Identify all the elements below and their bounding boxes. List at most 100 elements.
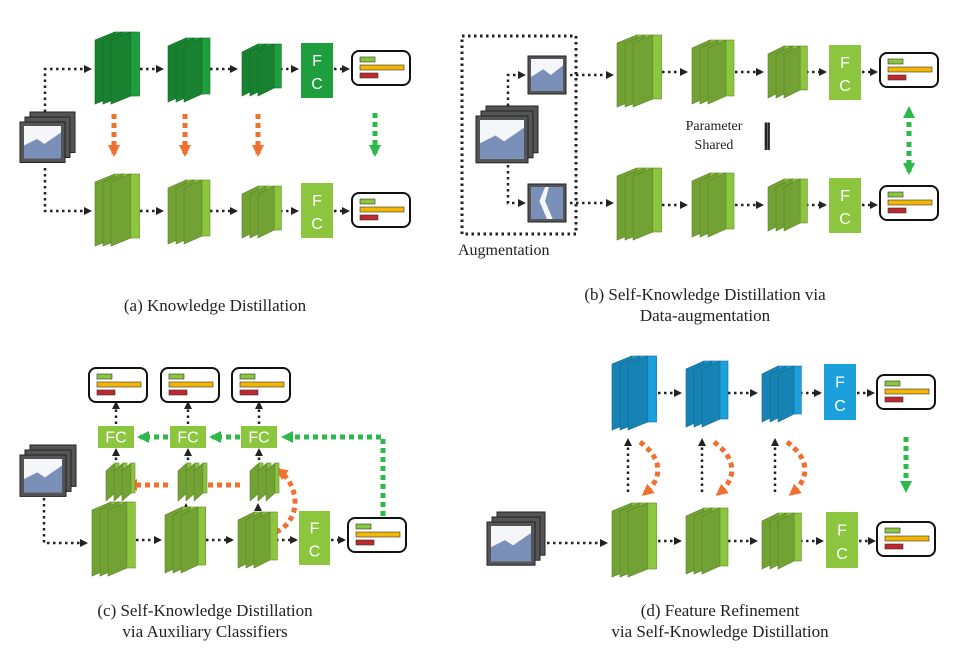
- input-image-c-icon: [19, 444, 77, 497]
- b-bottom-block-2: [691, 172, 735, 238]
- bar-red: [355, 539, 375, 546]
- d-main-fc: FC: [826, 512, 858, 568]
- feature-slab-face: [647, 355, 657, 423]
- parameter-shared-line-1: Parameter: [685, 119, 743, 134]
- caption-c-line-1: (c) Self-Knowledge Distillation: [97, 601, 313, 620]
- caption-d: (d) Feature Refinement via Self-Knowledg…: [575, 600, 865, 642]
- feature-slab-face: [719, 507, 729, 567]
- fc-label: FC: [105, 429, 126, 446]
- feature-slab-face: [725, 172, 735, 230]
- bar-green: [239, 373, 256, 380]
- bar-green: [96, 373, 113, 380]
- feature-slab-side: [627, 355, 649, 431]
- d-orange-curve-1: [638, 439, 661, 496]
- feature-slab-side: [253, 511, 271, 569]
- feature-slab-face: [130, 31, 140, 97]
- c-main-prediction: [347, 517, 407, 553]
- c-aux-fc-3: FC: [241, 426, 277, 448]
- aug-mountain-cut: [531, 187, 547, 219]
- b-bottom-block-1: [616, 167, 662, 241]
- feature-slab-side: [632, 34, 654, 108]
- bar-green: [884, 527, 901, 534]
- b-bottom-prediction: [879, 185, 939, 221]
- fc-box: [241, 426, 277, 448]
- fc-box: [824, 364, 856, 420]
- c-aux-block-3: [249, 462, 280, 502]
- student-block-1: [94, 173, 140, 247]
- bar-green: [168, 373, 185, 380]
- c-main-fc: FC: [299, 511, 330, 565]
- fc-letter-f: F: [310, 521, 320, 538]
- c-aux-prediction-2: [160, 367, 220, 403]
- fc-letter-c: C: [836, 546, 848, 563]
- fc-letter-f: F: [840, 188, 850, 205]
- fc-label: FC: [177, 429, 198, 446]
- feature-slab-face: [269, 511, 278, 561]
- teacher-block-1: [94, 31, 140, 105]
- c-orange-curve: [274, 467, 298, 535]
- bar-yellow: [96, 381, 142, 388]
- c-main-block-2: [164, 506, 207, 574]
- b-bottom-fc: FC: [829, 178, 861, 233]
- arrow-icon: [506, 165, 526, 207]
- feature-slab-face: [725, 39, 735, 97]
- feature-slab-side: [627, 502, 649, 578]
- feature-slab-side: [257, 185, 275, 239]
- b-top-block-3: [767, 45, 808, 99]
- feature-slab-face: [130, 462, 136, 494]
- feature-slab-side: [783, 178, 801, 232]
- image-mountain: [24, 132, 61, 159]
- fc-box: [829, 45, 861, 100]
- fc-box: [170, 426, 206, 448]
- d-main-block-3: [761, 512, 802, 570]
- d-main-block-2: [685, 507, 729, 575]
- feature-slab-side: [183, 37, 203, 103]
- arrow-icon: [42, 498, 88, 547]
- fc-letter-c: C: [834, 398, 846, 415]
- feature-slab-side: [707, 39, 727, 105]
- feature-slab-face: [652, 34, 662, 100]
- bar-yellow: [355, 531, 401, 538]
- feature-slab-side: [777, 365, 795, 423]
- augmentation-label: Augmentation: [458, 242, 550, 259]
- feature-slab-face: [201, 179, 211, 237]
- feature-slab-face: [793, 365, 802, 415]
- d-main-block-1: [611, 502, 657, 578]
- b-bottom-block-3: [767, 178, 808, 232]
- feature-slab-face: [197, 506, 207, 566]
- arrow-input-teacher-a: [43, 65, 92, 118]
- c-aux-block-2: [177, 462, 208, 502]
- feature-slab-side: [707, 172, 727, 238]
- feature-slab-side: [183, 179, 203, 245]
- aug-mountain: [531, 65, 563, 91]
- fc-letter-c: C: [309, 543, 321, 560]
- d-refined-fc: FC: [824, 364, 856, 420]
- bar-yellow: [884, 535, 930, 542]
- bar-red: [168, 389, 188, 396]
- bar-yellow: [239, 381, 285, 388]
- c-main-block-3: [237, 511, 278, 569]
- b-top-prediction: [879, 52, 939, 88]
- feature-slab-face: [647, 502, 657, 570]
- image-mountain: [24, 465, 62, 493]
- bar-red: [359, 72, 379, 79]
- bar-green: [359, 56, 376, 63]
- feature-slab-side: [110, 31, 132, 105]
- caption-a: (a) Knowledge Distillation: [90, 295, 340, 316]
- feature-slab-side: [701, 360, 721, 428]
- fc-letter-c: C: [839, 78, 851, 95]
- fc-letter-f: F: [835, 375, 845, 392]
- bar-green: [887, 191, 904, 198]
- feature-slab-face: [201, 37, 211, 95]
- c-aux-prediction-1: [88, 367, 148, 403]
- fc-box: [826, 512, 858, 568]
- caption-d-line-1: (d) Feature Refinement: [640, 601, 800, 620]
- bar-red: [884, 543, 904, 550]
- d-orange-curve-3: [785, 439, 808, 496]
- c-aux-fc-2: FC: [170, 426, 206, 448]
- bar-yellow: [887, 66, 933, 73]
- caption-b: (b) Self-Knowledge Distillation via Data…: [540, 284, 870, 326]
- bar-green: [359, 198, 376, 205]
- fc-label: FC: [248, 429, 269, 446]
